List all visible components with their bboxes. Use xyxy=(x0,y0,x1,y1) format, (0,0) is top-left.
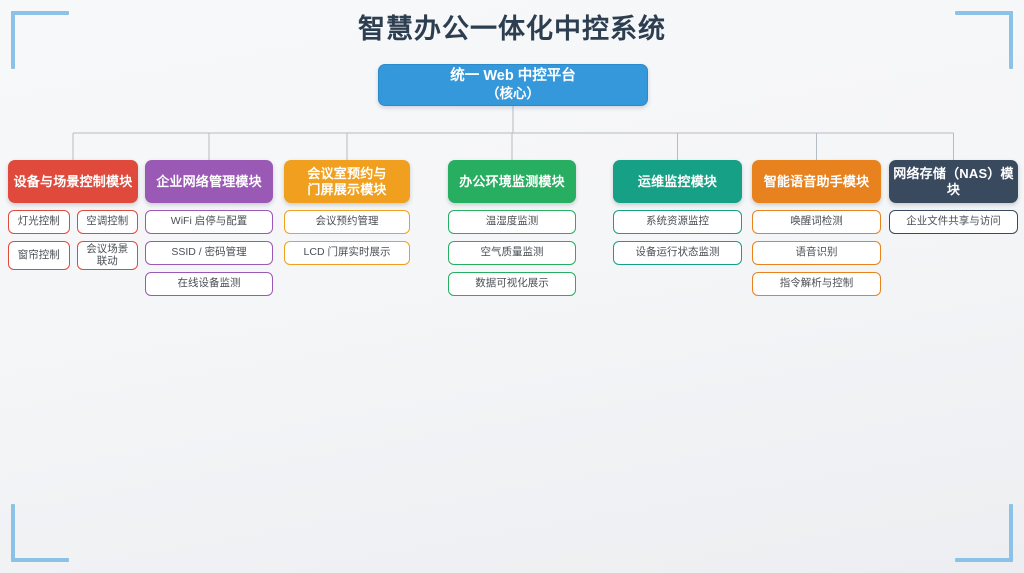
leaf-list-device-scene-control: 灯光控制 空调控制窗帘控制 会议场景联动 xyxy=(8,210,138,270)
module-header-meeting-room-booking[interactable]: 会议室预约与门屏展示模块 xyxy=(284,160,410,203)
leaf-node-label: 在线设备监测 xyxy=(177,277,241,290)
leaf-node[interactable]: 语音识别 xyxy=(752,241,881,265)
module-office-environment: 办公环境监测模块温湿度监测空气质量监测数据可视化展示 xyxy=(448,160,576,296)
leaf-list-office-environment: 温湿度监测空气质量监测数据可视化展示 xyxy=(448,210,576,296)
module-header-line-2: 门屏展示模块 xyxy=(307,181,387,197)
module-voice-assistant: 智能语音助手模块唤醒词检测语音识别指令解析与控制 xyxy=(752,160,881,296)
leaf-node-label: WiFi 启停与配置 xyxy=(170,215,248,228)
leaf-node-label: 设备运行状态监测 xyxy=(635,246,720,259)
module-header-label: 设备与场景控制模块 xyxy=(13,173,133,189)
leaf-node-label: 空调控制 xyxy=(86,215,129,228)
core-node[interactable]: 统一 Web 中控平台 （核心） xyxy=(378,64,648,106)
leaf-node[interactable]: 空调控制 xyxy=(76,210,138,234)
leaf-node-label: 会议预约管理 xyxy=(315,215,379,228)
core-node-sublabel: （核心） xyxy=(486,86,540,101)
leaf-list-voice-assistant: 唤醒词检测语音识别指令解析与控制 xyxy=(752,210,881,296)
module-header-ops-monitoring[interactable]: 运维监控模块 xyxy=(613,160,742,203)
leaf-node[interactable]: 指令解析与控制 xyxy=(752,272,881,296)
module-header-label: 运维监控模块 xyxy=(637,173,718,189)
module-network-storage-nas: 网络存储（NAS）模块企业文件共享与访问 xyxy=(889,160,1018,234)
leaf-list-enterprise-network: WiFi 启停与配置 SSID / 密码管理在线设备监测 xyxy=(145,210,273,296)
module-header-office-environment[interactable]: 办公环境监测模块 xyxy=(448,160,576,203)
leaf-node-label: 唤醒词检测 xyxy=(790,215,843,228)
leaf-node[interactable]: WiFi 启停与配置 xyxy=(145,210,273,234)
leaf-node[interactable]: 设备运行状态监测 xyxy=(613,241,742,265)
leaf-list-ops-monitoring: 系统资源监控设备运行状态监测 xyxy=(613,210,742,265)
leaf-node[interactable]: 空气质量监测 xyxy=(448,241,576,265)
module-header-label: 企业网络管理模块 xyxy=(156,173,262,189)
module-header-line-1: 会议室预约与 xyxy=(307,166,387,181)
module-header-device-scene-control[interactable]: 设备与场景控制模块 xyxy=(8,160,138,203)
leaf-node[interactable]: 数据可视化展示 xyxy=(448,272,576,296)
core-node-label: 统一 Web 中控平台 xyxy=(450,68,576,84)
leaf-node-label: 数据可视化展示 xyxy=(475,277,549,290)
module-header-voice-assistant[interactable]: 智能语音助手模块 xyxy=(752,160,881,203)
module-enterprise-network: 企业网络管理模块 WiFi 启停与配置 SSID / 密码管理在线设备监测 xyxy=(145,160,273,296)
leaf-node[interactable]: SSID / 密码管理 xyxy=(145,241,273,265)
leaf-node-label: LCD 门屏实时展示 xyxy=(303,246,391,259)
leaf-node-label: SSID / 密码管理 xyxy=(171,246,247,259)
leaf-node[interactable]: 窗帘控制 xyxy=(8,241,70,270)
leaf-node-label: 空气质量监测 xyxy=(480,246,544,259)
module-ops-monitoring: 运维监控模块系统资源监控设备运行状态监测 xyxy=(613,160,742,265)
leaf-node[interactable]: 会议预约管理 xyxy=(284,210,410,234)
leaf-node[interactable]: 系统资源监控 xyxy=(613,210,742,234)
module-header-label: 智能语音助手模块 xyxy=(763,173,870,189)
leaf-node-label: 温湿度监测 xyxy=(485,215,539,228)
leaf-node-label: 企业文件共享与访问 xyxy=(906,215,1001,228)
page-title: 智慧办公一体化中控系统 xyxy=(358,14,666,44)
leaf-list-meeting-room-booking: 会议预约管理 LCD 门屏实时展示 xyxy=(284,210,410,265)
leaf-node[interactable]: 温湿度监测 xyxy=(448,210,576,234)
leaf-node-label: 语音识别 xyxy=(795,246,838,259)
leaf-node[interactable]: 唤醒词检测 xyxy=(752,210,881,234)
leaf-list-network-storage-nas: 企业文件共享与访问 xyxy=(889,210,1018,234)
leaf-node[interactable]: LCD 门屏实时展示 xyxy=(284,241,410,265)
leaf-node-label: 窗帘控制 xyxy=(17,248,60,261)
leaf-node[interactable]: 灯光控制 xyxy=(8,210,70,234)
module-device-scene-control: 设备与场景控制模块灯光控制 空调控制窗帘控制 会议场景联动 xyxy=(8,160,138,270)
leaf-node-label: 系统资源监控 xyxy=(646,215,709,228)
leaf-node[interactable]: 会议场景联动 xyxy=(76,241,138,270)
module-header-label: 会议室预约与门屏展示模块 xyxy=(307,166,386,197)
leaf-node[interactable]: 企业文件共享与访问 xyxy=(889,210,1018,234)
leaf-node-label: 指令解析与控制 xyxy=(779,277,854,290)
module-header-enterprise-network[interactable]: 企业网络管理模块 xyxy=(145,160,273,203)
module-header-label: 网络存储（NAS）模块 xyxy=(893,166,1014,197)
module-header-network-storage-nas[interactable]: 网络存储（NAS）模块 xyxy=(889,160,1018,203)
leaf-node-label: 会议场景联动 xyxy=(86,243,129,267)
leaf-node[interactable]: 在线设备监测 xyxy=(145,272,273,296)
leaf-node-label: 灯光控制 xyxy=(17,215,60,228)
module-header-label: 办公环境监测模块 xyxy=(459,173,565,189)
